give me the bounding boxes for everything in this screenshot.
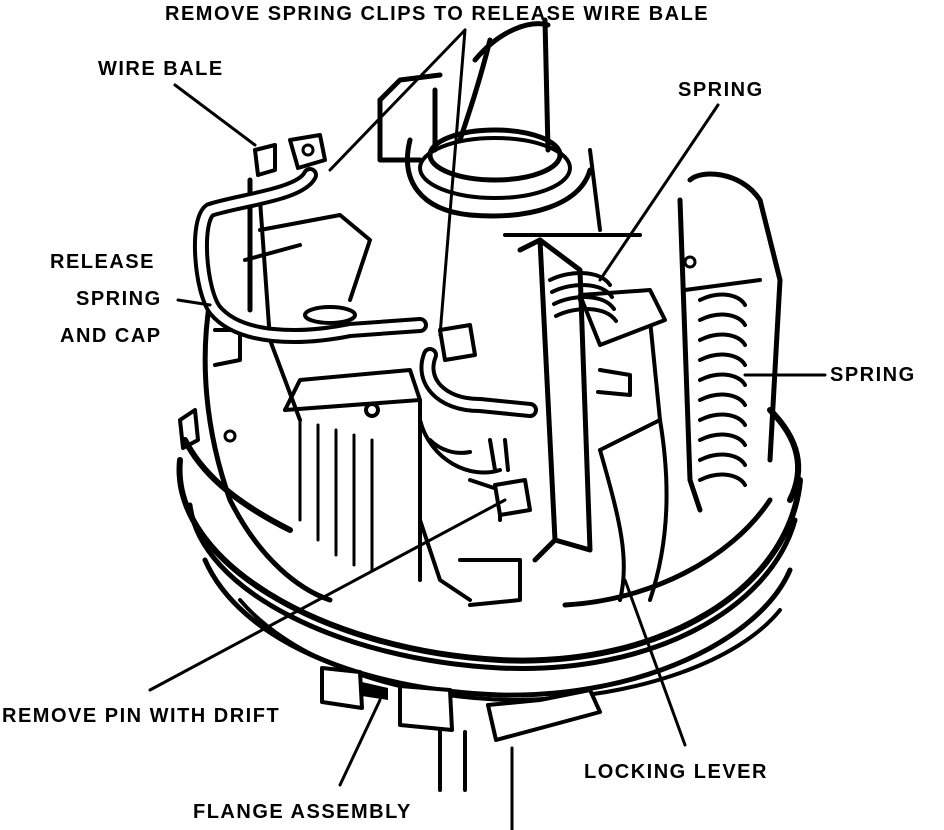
flange-tabs	[320, 666, 602, 792]
label-flange-assembly: FLANGE ASSEMBLY	[193, 801, 412, 823]
label-release-line-1: RELEASE	[50, 251, 155, 273]
label-spring-right: SPRING	[830, 364, 916, 386]
label-release-line-3: AND CAP	[60, 325, 162, 347]
label-wire-bale: WIRE BALE	[98, 58, 224, 80]
wire-bale	[193, 133, 538, 418]
label-locking-lever: LOCKING LEVER	[584, 761, 768, 783]
label-spring-top: SPRING	[678, 79, 764, 101]
leader-lines	[148, 28, 827, 830]
labels: REMOVE SPRING CLIPS TO RELEASE WIRE BALE…	[2, 3, 916, 823]
spring-right-coil	[677, 171, 783, 513]
locking-lever	[503, 233, 669, 602]
retaining-pin	[488, 438, 532, 517]
base-ring	[176, 407, 803, 702]
label-remove-pin: REMOVE PIN WITH DRIFT	[2, 705, 280, 727]
label-release-line-2: SPRING	[76, 288, 162, 310]
spring-top-coil	[548, 271, 618, 323]
shaft	[377, 17, 602, 232]
label-remove-spring-clips: REMOVE SPRING CLIPS TO RELEASE WIRE BALE	[165, 3, 709, 25]
housing-left	[178, 177, 522, 607]
